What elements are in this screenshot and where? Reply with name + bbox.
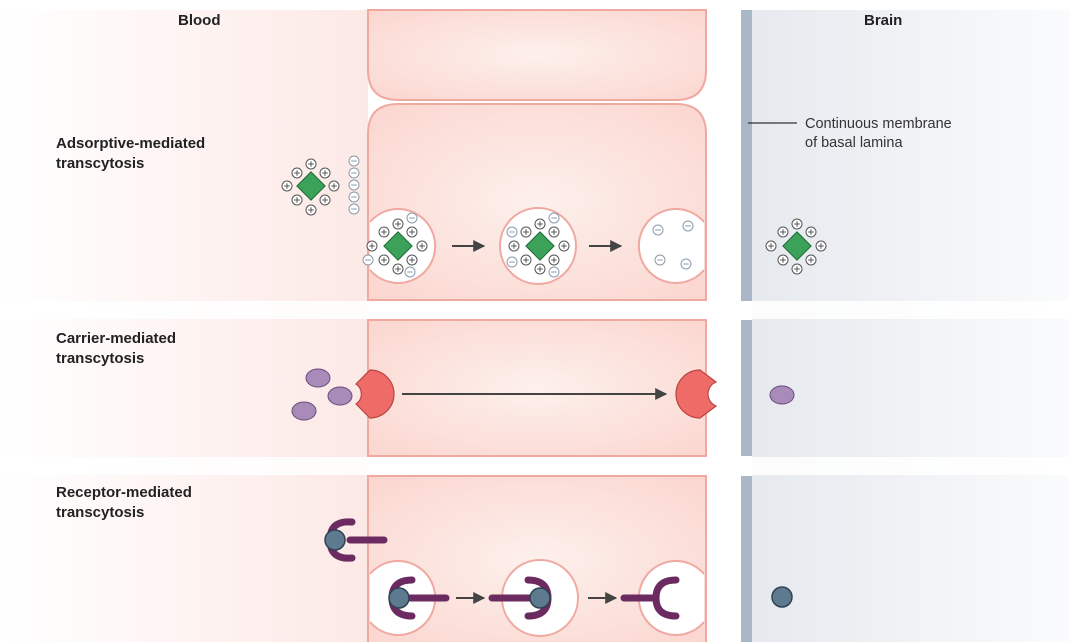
vesicle-exit — [637, 208, 705, 284]
carrier-substrates-blood — [291, 368, 353, 421]
receptor-ligand-vesicle-1 — [388, 576, 450, 620]
row-label-receptor-line-2: transcytosis — [56, 504, 145, 521]
annotation-line-2: of basal lamina — [805, 135, 903, 151]
row-label-receptor: Receptor-mediated transcytosis — [56, 483, 266, 523]
row-label-adsorptive-line-1: Adsorptive-mediated — [56, 135, 206, 152]
cationic-drug-brain — [765, 218, 827, 275]
cationic-drug-vesicle-2 — [506, 212, 570, 278]
row-label-carrier-line-2: transcytosis — [56, 350, 145, 367]
carrier-protein-blood — [355, 369, 395, 419]
basal-lamina — [741, 10, 752, 301]
receptor-empty — [620, 576, 680, 620]
row-label-carrier: Carrier-mediated transcytosis — [56, 329, 266, 369]
receptor-ligand-blood — [324, 518, 388, 562]
row-label-adsorptive-line-2: transcytosis — [56, 155, 145, 172]
ligand-brain — [771, 586, 793, 608]
cationic-drug-vesicle-1 — [362, 212, 428, 278]
row-label-carrier-line-1: Carrier-mediated — [56, 330, 177, 347]
row-label-adsorptive: Adsorptive-mediated transcytosis — [56, 134, 266, 174]
blood-region-label: Blood — [178, 12, 221, 29]
endothelial-cell-top — [367, 9, 707, 101]
brain-region — [752, 10, 1069, 642]
blood-region — [0, 10, 368, 642]
annotation-line-1: Continuous membrane — [805, 116, 952, 132]
cationic-drug-blood — [281, 158, 340, 216]
row-label-receptor-line-1: Receptor-mediated — [56, 484, 192, 501]
anionic-membrane-charges — [348, 155, 360, 215]
basal-lamina-annotation: Continuous membrane of basal lamina — [805, 115, 952, 153]
carrier-substrate-brain — [769, 385, 795, 405]
brain-region-label: Brain — [864, 12, 903, 29]
endothelial-cell-carrier — [367, 319, 707, 457]
receptor-ligand-vesicle-2 — [488, 576, 552, 620]
carrier-protein-brain — [675, 369, 718, 419]
